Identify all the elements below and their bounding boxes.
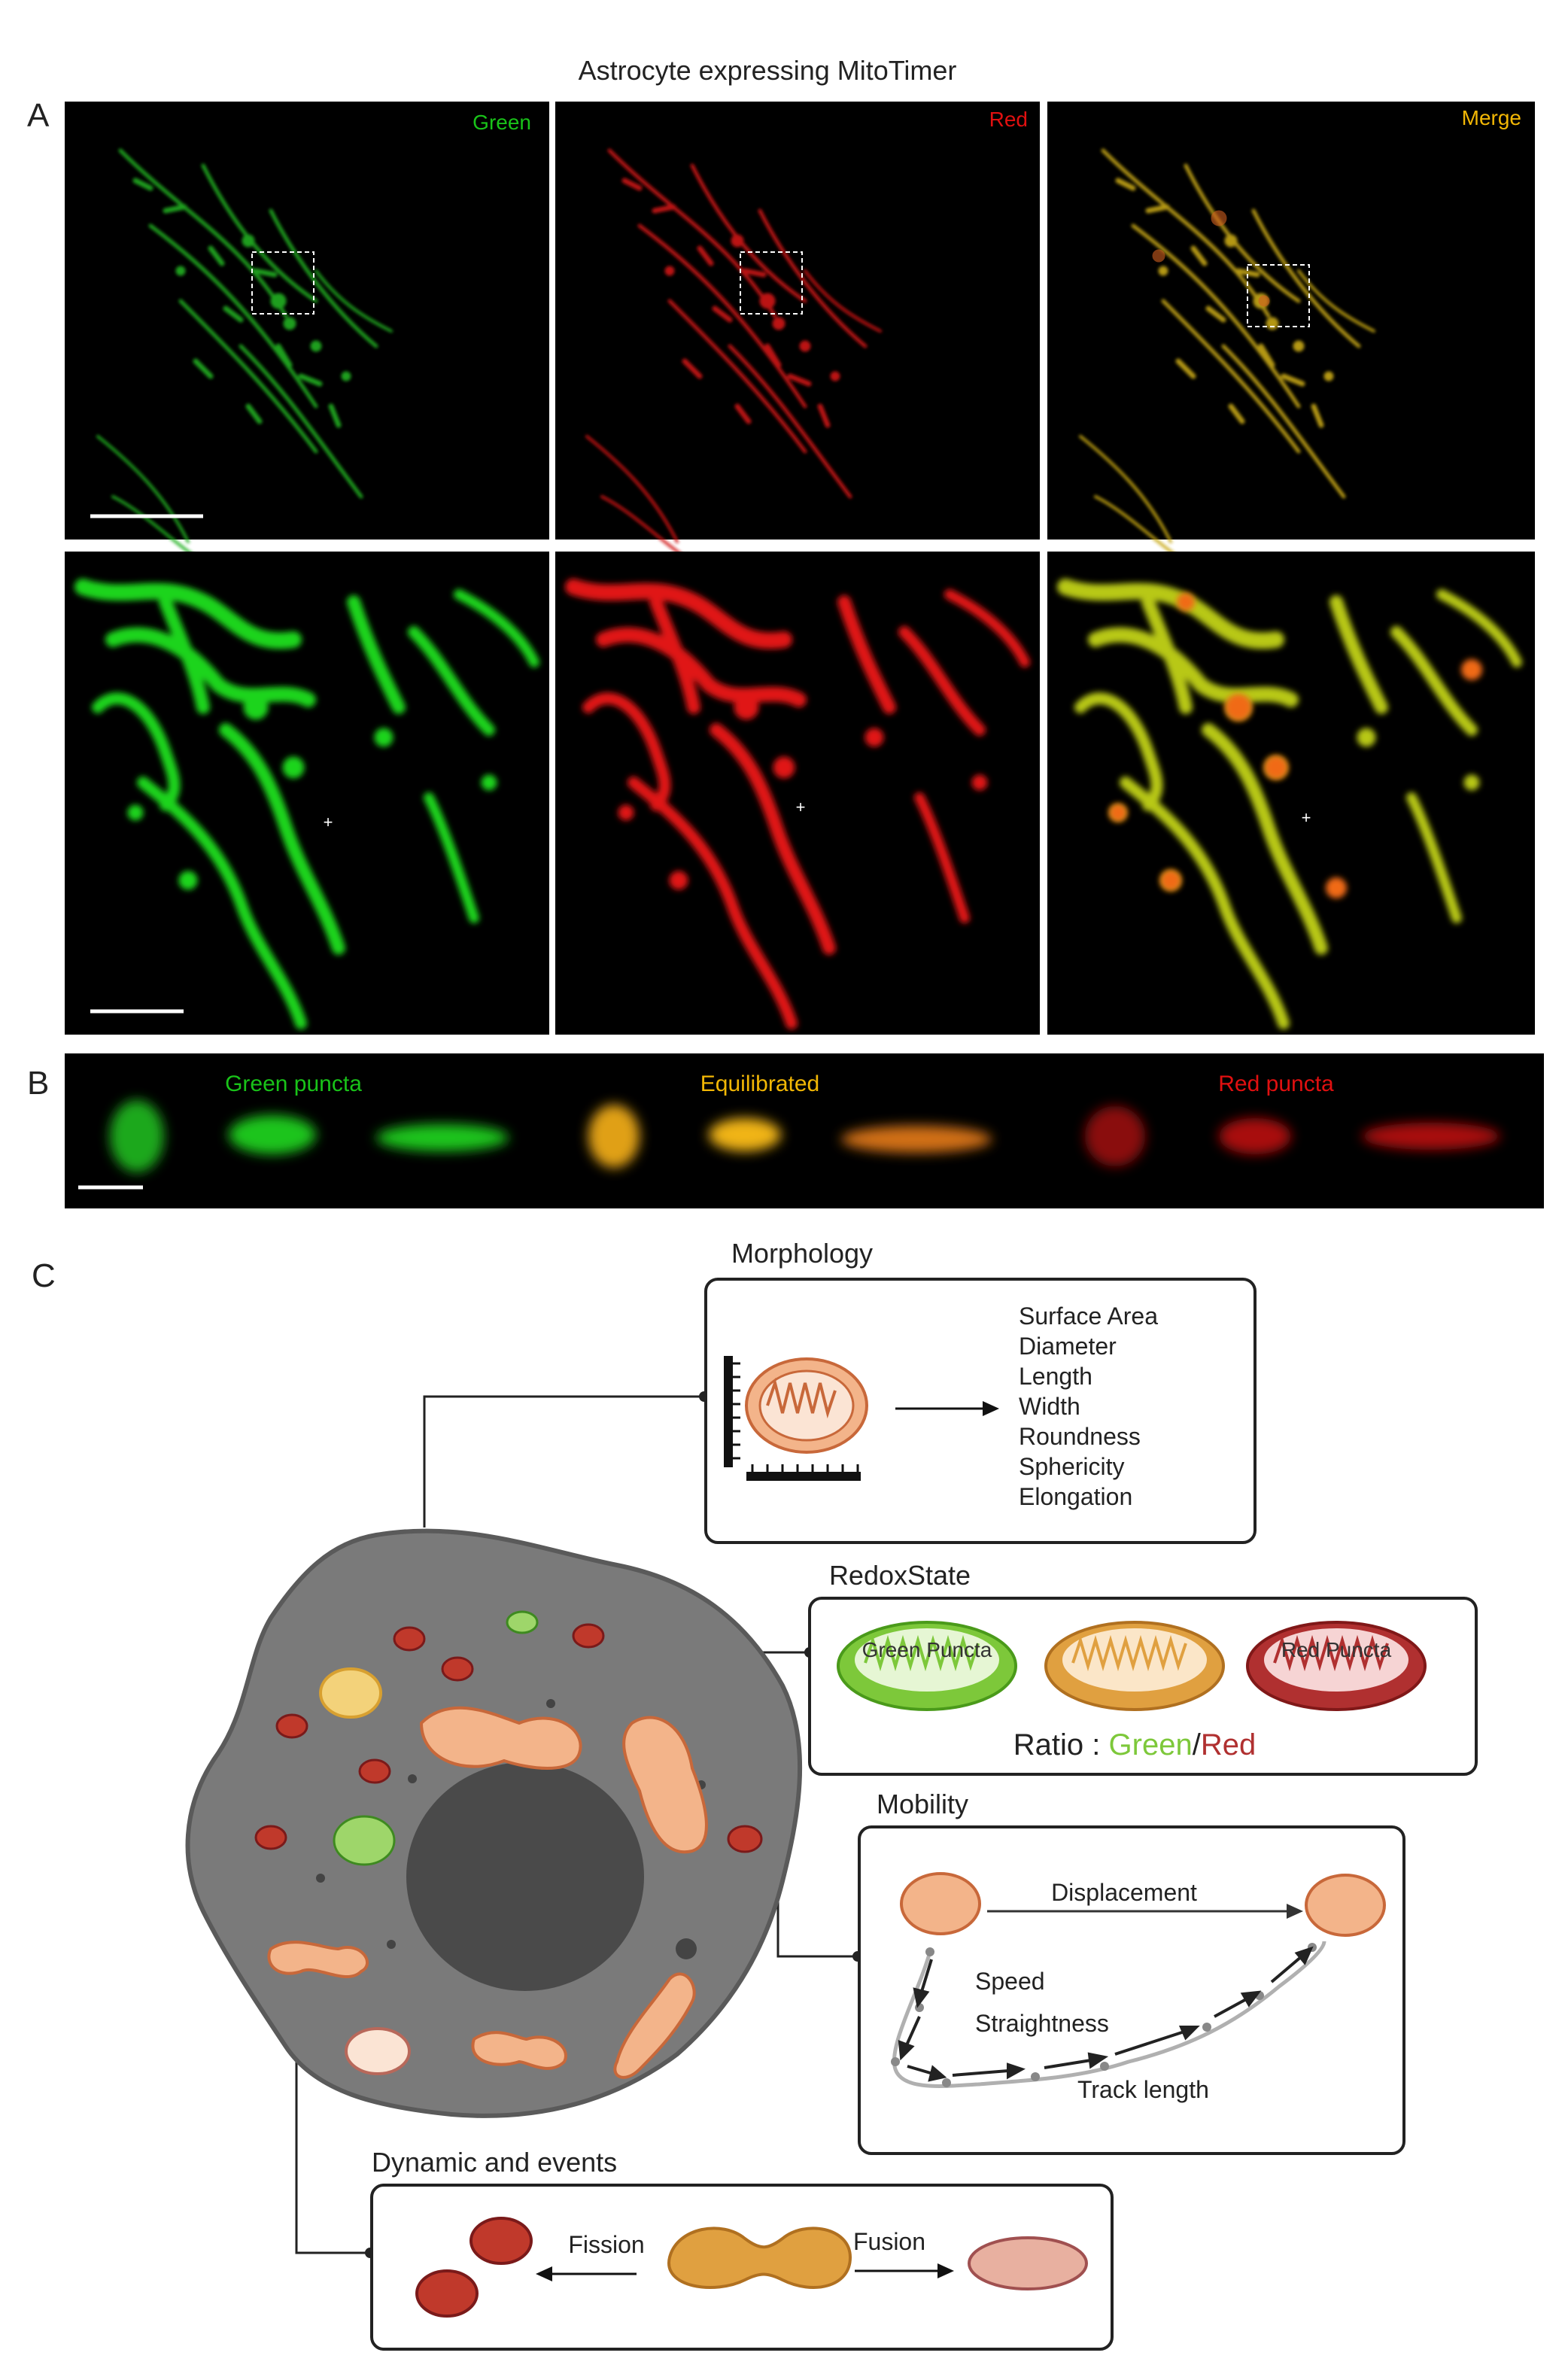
nucleus — [406, 1762, 644, 1991]
orange-mito-icon — [1044, 1621, 1225, 1711]
arrow-right-icon — [895, 1401, 999, 1416]
fusion-arrow — [855, 2263, 954, 2278]
crosshair-green: + — [324, 813, 333, 831]
panel-letter-a: A — [27, 97, 50, 134]
mobility-box: Mobility Displacement Speed Straightness… — [858, 1789, 1405, 2155]
fission-mito-top-icon — [469, 2217, 533, 2265]
panel-letter-c: C — [32, 1257, 56, 1294]
track-path — [892, 1941, 1326, 2088]
channel-label-merge: Merge — [1462, 106, 1521, 129]
mitochondrion-icon — [745, 1357, 868, 1454]
figure-title: Astrocyte expressing MitoTimer — [579, 55, 957, 86]
redox-ratio: Ratio : Green/Red — [1013, 1728, 1256, 1761]
panel-a-zoom-row: + + + — [65, 552, 1535, 1035]
ratio-prefix: Ratio : — [1013, 1728, 1109, 1761]
morphology-metric-sphericity: Sphericity — [1019, 1453, 1125, 1480]
crosshair-merge: + — [1302, 808, 1311, 827]
track-length-label: Track length — [1077, 2076, 1209, 2103]
channel-label-red: Red — [989, 108, 1028, 131]
morphology-metric-diameter: Diameter — [1019, 1333, 1117, 1360]
morphology-box: Morphology Surface Area Diameter Length … — [704, 1238, 1257, 1544]
ruler-icon — [724, 1356, 861, 1481]
fused-mito-icon — [968, 2236, 1088, 2290]
morphology-metric-width: Width — [1019, 1393, 1080, 1420]
green-puncta-label: Green Puncta — [862, 1638, 992, 1661]
ratio-separator: / — [1193, 1728, 1202, 1761]
red-zoom-image — [555, 552, 1040, 1035]
track-arrows — [898, 1946, 1314, 2082]
morphology-metric-surface-area: Surface Area — [1019, 1302, 1158, 1330]
label-red-puncta: Red puncta — [1218, 1071, 1334, 1096]
redox-box: RedoxState Green Puncta Red Puncta Ratio… — [808, 1560, 1478, 1776]
fission-arrow — [536, 2266, 637, 2281]
cell-illustration — [185, 1528, 803, 2118]
redox-title: RedoxState — [829, 1560, 971, 1591]
merge-zoom-image — [1047, 552, 1535, 1035]
dynamics-box: Dynamic and events Fission Fusion — [370, 2147, 1114, 2351]
speed-label: Speed — [975, 1968, 1045, 1995]
red-mito-icon — [1246, 1621, 1427, 1711]
red-puncta-label: Red Puncta — [1281, 1638, 1392, 1661]
panel-a-top-row: Green Red Merge — [65, 102, 1535, 557]
green-mito-icon — [837, 1621, 1017, 1711]
morphology-metric-length: Length — [1019, 1363, 1092, 1390]
zoom-box-merge — [1247, 264, 1310, 327]
mobility-title: Mobility — [877, 1789, 968, 1819]
mito-start-icon — [900, 1872, 981, 1935]
zoom-box-red — [740, 251, 803, 315]
fission-label: Fission — [568, 2231, 644, 2258]
zoom-box-green — [251, 251, 315, 315]
mito-end-icon — [1305, 1874, 1386, 1937]
morphology-metric-roundness: Roundness — [1019, 1423, 1141, 1450]
straightness-label: Straightness — [975, 2010, 1109, 2037]
channel-label-green: Green — [473, 111, 531, 134]
displacement-label: Displacement — [1051, 1879, 1197, 1906]
dynamics-title: Dynamic and events — [372, 2147, 617, 2178]
label-green-puncta: Green puncta — [225, 1071, 362, 1096]
crosshair-red: + — [796, 798, 806, 816]
fusion-label: Fusion — [853, 2228, 925, 2255]
label-equilibrated: Equilibrated — [700, 1071, 819, 1096]
green-zoom-image — [65, 552, 549, 1035]
panel-letter-b: B — [27, 1065, 49, 1102]
displacement-arrow — [987, 1904, 1303, 1919]
panel-b-strip: Green puncta Equilibrated Red puncta — [65, 1053, 1544, 1208]
morphology-title: Morphology — [731, 1238, 873, 1269]
fission-mito-bottom-icon — [415, 2269, 479, 2318]
fusing-mito-icon — [667, 2227, 852, 2289]
morphology-metric-elongation: Elongation — [1019, 1483, 1132, 1510]
ratio-red: Red — [1201, 1728, 1256, 1761]
ratio-green: Green — [1109, 1728, 1193, 1761]
